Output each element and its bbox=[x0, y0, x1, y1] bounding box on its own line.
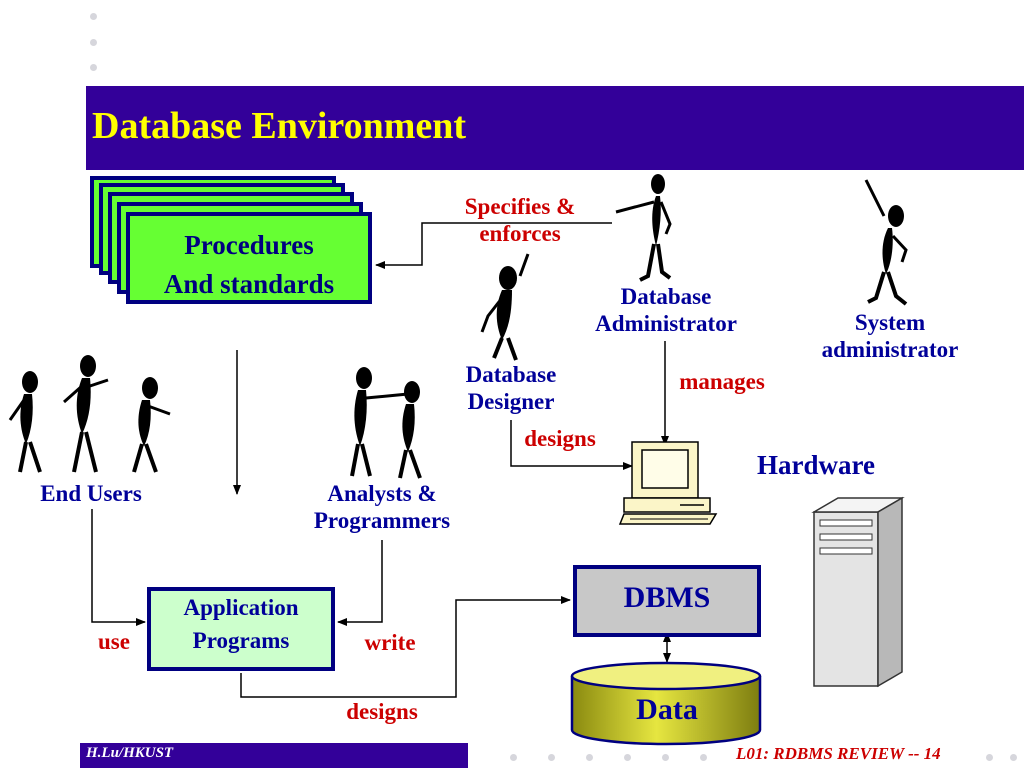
dba-figure-icon bbox=[615, 174, 672, 282]
specifies-label: Specifies & enforces bbox=[438, 194, 602, 248]
server-tower-icon bbox=[811, 496, 905, 688]
specifies-line-1: Specifies & bbox=[464, 194, 576, 219]
application-line-1: Application bbox=[183, 595, 299, 620]
designs-hw-label: designs bbox=[524, 426, 596, 451]
use-label: use bbox=[98, 629, 130, 654]
procedures-card bbox=[126, 212, 372, 304]
data-cylinder bbox=[570, 661, 762, 746]
application-line-2: Programs bbox=[192, 628, 290, 654]
dbms-box bbox=[573, 565, 761, 637]
footer-author: H.Lu/HKUST bbox=[86, 745, 174, 761]
sysadmin-line-1: System bbox=[854, 310, 926, 335]
designs-hw-connector bbox=[510, 420, 633, 470]
page-title: Database Environment bbox=[92, 105, 467, 147]
decor-dot bbox=[586, 754, 593, 761]
dba-label: Database Administrator bbox=[576, 284, 756, 338]
analysts-label: Analysts & Programmers bbox=[292, 481, 472, 535]
end-users-label: End Users bbox=[40, 481, 142, 506]
computer-icon bbox=[618, 441, 718, 525]
designer-line-1: Database bbox=[465, 362, 557, 387]
procedures-label: Procedures And standards bbox=[126, 226, 372, 304]
specifies-connector bbox=[375, 222, 612, 269]
analysts-line-1: Analysts & bbox=[327, 481, 437, 506]
dba-line-1: Database bbox=[620, 284, 712, 309]
data-label: Data bbox=[636, 693, 698, 726]
application-programs-box bbox=[147, 587, 335, 671]
footer-bar: H.Lu/HKUST bbox=[80, 743, 468, 768]
decor-dot bbox=[624, 754, 631, 761]
procedures-line-2: And standards bbox=[163, 269, 335, 300]
use-connector bbox=[91, 509, 146, 626]
dba-line-2: Administrator bbox=[595, 310, 737, 336]
decor-dot bbox=[986, 754, 993, 761]
designer-label: Database Designer bbox=[446, 362, 576, 416]
decor-dot bbox=[1010, 754, 1017, 761]
write-connector bbox=[337, 540, 383, 626]
designs-dbms-connector bbox=[240, 596, 571, 698]
end-users-figures-icon bbox=[8, 355, 171, 473]
hardware-label: Hardware bbox=[757, 450, 875, 480]
designer-line-2: Designer bbox=[467, 388, 555, 414]
procedures-line-1: Procedures bbox=[184, 230, 314, 260]
decor-dot bbox=[548, 754, 555, 761]
write-label: write bbox=[364, 630, 416, 655]
dbms-label: DBMS bbox=[623, 581, 711, 614]
decor-dot bbox=[90, 64, 97, 71]
decor-dot bbox=[662, 754, 669, 761]
manages-label: manages bbox=[679, 369, 765, 394]
footer-slide-number: L01: RDBMS REVIEW -- 14 bbox=[736, 744, 941, 763]
sysadmin-figure-icon bbox=[864, 179, 908, 306]
application-programs-label: Application Programs bbox=[147, 591, 335, 658]
sysadmin-label: System administrator bbox=[800, 310, 980, 364]
designs-dbms-label: designs bbox=[346, 699, 418, 724]
sysadmin-line-2: administrator bbox=[821, 336, 959, 362]
analysts-line-2: Programmers bbox=[313, 507, 451, 533]
analysts-figures-icon bbox=[350, 367, 422, 479]
specifies-line-2: enforces bbox=[479, 220, 561, 246]
decor-dot bbox=[510, 754, 517, 761]
decor-dot bbox=[90, 39, 97, 46]
decor-dot bbox=[700, 754, 707, 761]
decor-dot bbox=[90, 13, 97, 20]
designer-figure-icon bbox=[480, 253, 530, 361]
title-bar: Database Environment bbox=[86, 86, 1024, 170]
